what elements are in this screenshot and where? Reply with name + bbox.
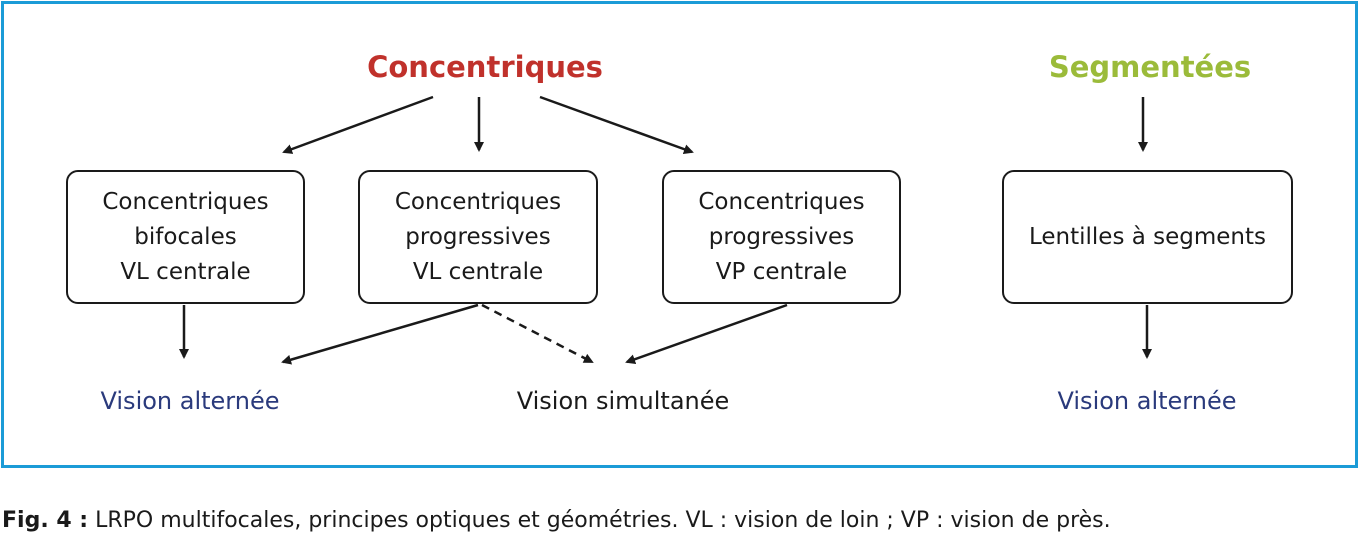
box-line: progressives — [708, 223, 855, 250]
box-concentriques-progressives-vl: Concentriques progressives VL centrale — [358, 170, 598, 304]
box-line: Concentriques — [394, 188, 562, 215]
heading-concentriques: Concentriques — [367, 50, 603, 84]
box-concentriques-bifocales: Concentriques bifocales VL centrale — [66, 170, 305, 304]
caption-text: LRPO multifocales, principes optiques et… — [88, 508, 1111, 533]
outcome-vision-simultanee: Vision simultanée — [516, 387, 730, 415]
box-line: Concentriques — [698, 188, 865, 215]
outcome-vision-alternee-left: Vision alternée — [100, 387, 280, 415]
arrow-prog-vp-to-simultanee — [625, 303, 788, 365]
arrow-prog-vl-to-alternee — [281, 303, 479, 365]
box-lentilles-segments: Lentilles à segments — [1002, 170, 1293, 304]
figure-caption: Fig. 4 : LRPO multifocales, principes op… — [2, 508, 1111, 533]
arrow-prog-vl-to-simultanee-dashed — [481, 303, 594, 364]
box-line: progressives — [405, 223, 551, 250]
box-line: VP centrale — [715, 258, 848, 285]
box-line: Lentilles à segments — [1028, 223, 1267, 250]
box-line: VL centrale — [412, 258, 544, 285]
outcome-vision-alternee-right: Vision alternée — [1057, 387, 1237, 415]
arrow-concentriques-to-prog-vp — [539, 95, 694, 154]
arrow-concentriques-to-bifocales — [282, 95, 434, 154]
heading-segmentees: Segmentées — [1048, 50, 1252, 84]
caption-prefix: Fig. 4 : — [2, 508, 89, 533]
diagram-frame — [1, 1, 1358, 468]
box-line: Concentriques — [102, 188, 269, 215]
box-line: bifocales — [134, 223, 237, 250]
box-concentriques-progressives-vp: Concentriques progressives VP centrale — [662, 170, 901, 304]
box-line: VL centrale — [120, 258, 251, 285]
